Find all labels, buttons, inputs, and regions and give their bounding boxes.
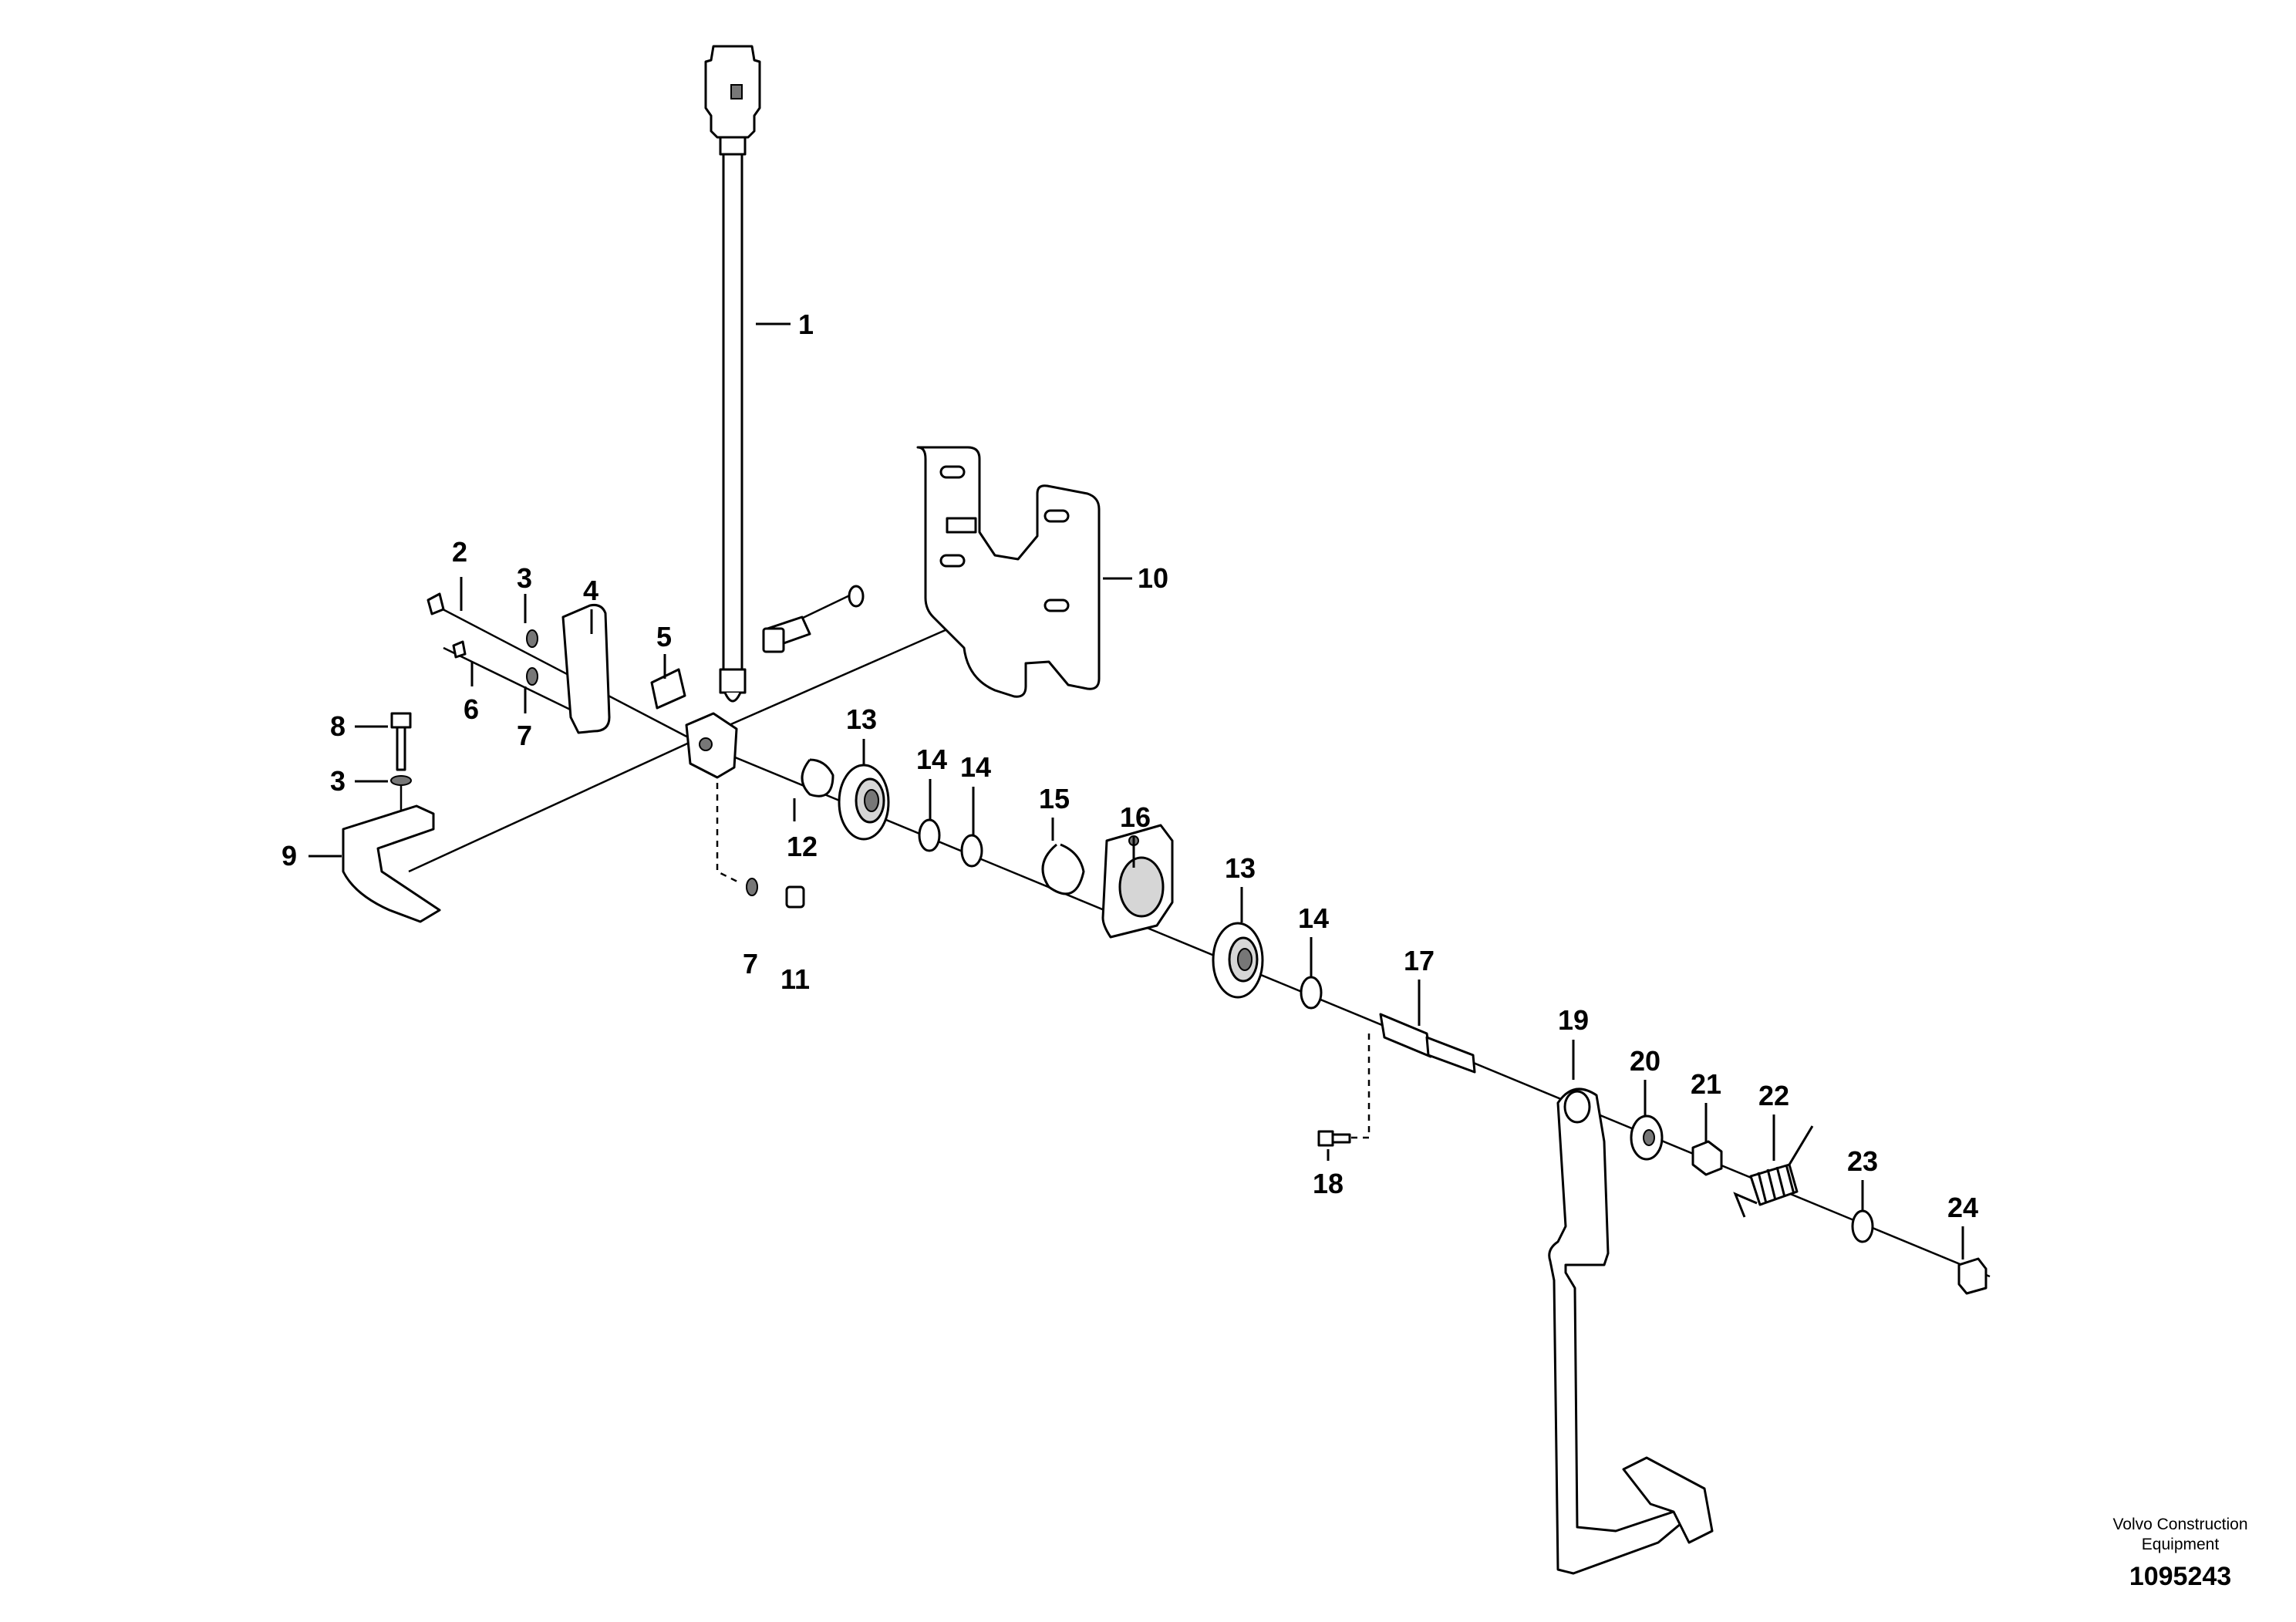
- callout-13a: 13: [846, 703, 877, 735]
- callout-4: 4: [583, 575, 598, 606]
- washer-part-3b: [390, 775, 412, 786]
- callout-6: 6: [464, 693, 479, 725]
- footer-drawing-number: 1095243: [2129, 1562, 2231, 1591]
- shaft-part-17: [1379, 1013, 1476, 1074]
- sensor-cable-part-1: [704, 45, 761, 703]
- sleeve-part-5: [650, 668, 686, 710]
- washer-part-23: [1851, 1209, 1874, 1243]
- callout-15: 15: [1039, 783, 1070, 814]
- callout-10: 10: [1138, 562, 1168, 594]
- callout-8: 8: [330, 710, 346, 742]
- bracket-part-9: [342, 804, 441, 923]
- screw-part-18: [1317, 1130, 1351, 1147]
- footer-company-line2: Equipment: [2142, 1536, 2220, 1553]
- snap-ring-part-12: [801, 758, 834, 798]
- footer-branding: Volvo Construction Equipment 1095243: [2112, 1516, 2247, 1591]
- washer-part-14b: [960, 834, 983, 868]
- washer-part-20: [1630, 1114, 1664, 1161]
- washer-part-14a: [918, 818, 941, 852]
- footer-company-line1: Volvo Construction: [2112, 1516, 2247, 1533]
- washer-part-14c: [1300, 976, 1323, 1010]
- callout-18: 18: [1313, 1168, 1344, 1199]
- bearing-part-13a: [838, 764, 890, 841]
- callout-14c: 14: [1298, 902, 1329, 934]
- callout-5: 5: [656, 621, 672, 653]
- callout-12: 12: [787, 831, 818, 862]
- callout-23: 23: [1847, 1145, 1878, 1177]
- callout-7b: 7: [743, 948, 758, 980]
- bolt-part-8: [390, 712, 412, 771]
- callout-11: 11: [781, 963, 810, 995]
- nut-part-21: [1691, 1140, 1723, 1176]
- callout-3b: 3: [330, 765, 346, 797]
- callout-2: 2: [452, 536, 467, 568]
- callout-17: 17: [1404, 945, 1435, 976]
- bearing-housing-part-16: [1101, 824, 1174, 939]
- callout-14a: 14: [916, 744, 947, 775]
- callout-7a: 7: [517, 720, 532, 751]
- torsion-spring-part-22: [1733, 1125, 1814, 1218]
- callout-14b: 14: [960, 751, 991, 783]
- screw-part-24: [1957, 1257, 1988, 1295]
- callout-3a: 3: [517, 562, 532, 594]
- callout-16: 16: [1120, 801, 1151, 833]
- bracket-plate-part-10: [762, 446, 1101, 698]
- leader-lines: [308, 322, 1964, 1259]
- callout-1: 1: [798, 309, 814, 340]
- bearing-part-13b: [1212, 922, 1264, 999]
- callout-24: 24: [1947, 1192, 1978, 1223]
- plate-part-4: [561, 604, 611, 734]
- washer-part-7b: [746, 878, 758, 896]
- callout-21: 21: [1691, 1068, 1721, 1100]
- snap-ring-part-15: [1041, 843, 1085, 895]
- callout-20: 20: [1630, 1045, 1660, 1077]
- callout-19: 19: [1558, 1004, 1589, 1036]
- bolt-part-6: [452, 640, 538, 686]
- pedal-part-19: [1548, 1088, 1714, 1575]
- bolt-part-2: [426, 592, 538, 648]
- callout-9: 9: [282, 840, 297, 872]
- callout-13b: 13: [1225, 852, 1256, 884]
- callout-22: 22: [1758, 1080, 1789, 1111]
- sensor-body: [685, 712, 738, 779]
- callout-labels: 1 2 3 4 5 6 7 8 3 9 10 11 7 12 13 14 14 …: [282, 309, 1978, 1223]
- assembly-axes: [400, 591, 1991, 1278]
- nut-part-11: [785, 885, 805, 909]
